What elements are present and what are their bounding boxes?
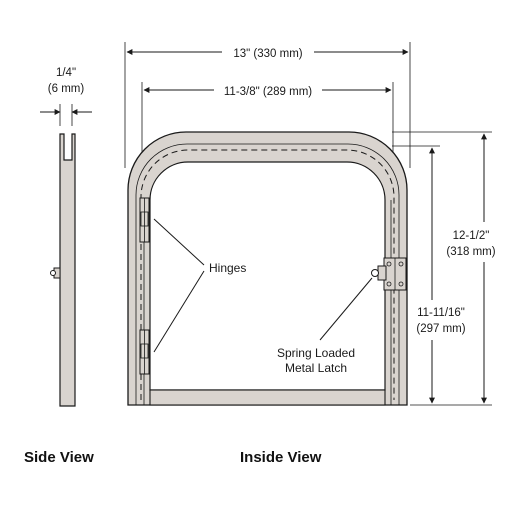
- overall-width-label: 13" (330 mm): [233, 48, 302, 60]
- overall-height-label-bg: [440, 222, 500, 262]
- side-view-title: Side View: [24, 449, 94, 466]
- bottom-rail: [149, 389, 386, 406]
- inner-width-label: 11-3/8" (289 mm): [224, 86, 312, 98]
- latch-leader: [319, 277, 373, 341]
- side-view-drawing: 1/4" (6 mm): [40, 67, 92, 407]
- side-profile: [59, 133, 76, 407]
- hinge-upper: [139, 197, 150, 243]
- inner-height-in-label: 11-11/16": [417, 307, 465, 319]
- overall-width-label-bg: [222, 42, 314, 60]
- inside-view-drawing: 13" (330 mm) 11-3/8" (289 mm): [124, 42, 500, 406]
- latch-label-line2: Metal Latch: [285, 361, 347, 375]
- hinge-leader-upper: [153, 218, 205, 266]
- frame-dashed-line: [140, 149, 395, 400]
- thickness-mm-label: (6 mm): [48, 83, 85, 95]
- inner-width-label-bg: [214, 81, 322, 99]
- inner-height-mm-label: (297 mm): [416, 323, 465, 335]
- side-latch-pin: [50, 270, 56, 276]
- overall-height-mm-label: (318 mm): [446, 246, 495, 258]
- inside-view-title: Inside View: [240, 449, 322, 466]
- thickness-in-label: 1/4": [56, 67, 76, 79]
- inner-height-label-bg: [412, 300, 472, 340]
- overall-height-in-label: 12-1/2": [453, 230, 490, 242]
- frame-groove-outer: [135, 143, 400, 405]
- hinges-label: Hinges: [209, 261, 246, 275]
- hinge-leader-lower: [153, 270, 205, 353]
- latch-assembly: [371, 257, 407, 291]
- latch-label-line1: Spring Loaded: [277, 346, 355, 360]
- hinge-lower: [139, 329, 150, 375]
